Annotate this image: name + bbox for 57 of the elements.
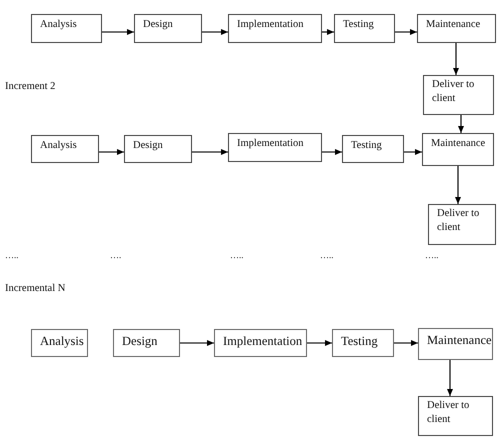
- section-label: Increment 2: [5, 81, 56, 93]
- process-box: [228, 133, 322, 162]
- process-box: [423, 75, 494, 115]
- process-box: [334, 14, 395, 43]
- step-label: Testing: [341, 334, 379, 349]
- process-box: [342, 135, 404, 163]
- arrow: [192, 149, 228, 155]
- section-label: Incremental N: [5, 283, 66, 295]
- step-label: Deliver to client: [437, 207, 480, 235]
- step-label: Implementation: [237, 138, 304, 151]
- step-label: Maintenance: [426, 19, 482, 32]
- step-label: Analysis: [40, 334, 83, 349]
- ellipsis-text: …..: [320, 249, 334, 261]
- process-box: [31, 14, 102, 43]
- process-box: [113, 329, 180, 357]
- process-box: [228, 14, 322, 43]
- process-box: [428, 204, 496, 245]
- process-box: [134, 14, 202, 43]
- arrow: [99, 149, 124, 155]
- step-label: Design: [122, 334, 158, 349]
- process-box: [332, 329, 394, 357]
- arrow: [395, 29, 417, 35]
- step-label: Design: [143, 19, 174, 32]
- arrow: [453, 43, 459, 75]
- ellipsis-text: …..: [5, 249, 18, 261]
- arrow: [458, 115, 464, 133]
- step-label: Analysis: [40, 19, 78, 32]
- ellipsis-text: …..: [425, 249, 438, 261]
- process-box: [31, 329, 88, 357]
- arrow: [322, 29, 334, 35]
- step-label: Deliver to client: [432, 78, 476, 106]
- step-label: Analysis: [40, 140, 78, 153]
- arrow: [102, 29, 134, 35]
- arrow: [455, 166, 461, 204]
- process-box: [214, 329, 307, 357]
- arrow: [307, 340, 332, 346]
- process-box: [422, 133, 494, 166]
- ellipsis-text: …..: [230, 249, 244, 261]
- process-box: [31, 135, 99, 163]
- ellipsis-text: ….: [110, 249, 122, 261]
- step-label: Testing: [343, 19, 375, 32]
- arrow: [404, 149, 422, 155]
- process-box: [418, 328, 493, 360]
- process-box: [417, 14, 496, 43]
- process-box: [124, 135, 192, 163]
- step-label: Design: [133, 140, 164, 153]
- step-label: Implementation: [223, 334, 302, 349]
- arrow: [180, 340, 214, 346]
- arrow: [322, 149, 342, 155]
- arrow: [202, 29, 228, 35]
- process-box: [418, 396, 493, 436]
- step-label: Testing: [351, 140, 383, 153]
- arrow: [447, 360, 453, 396]
- arrow: [394, 340, 418, 346]
- step-label: Implementation: [237, 19, 304, 32]
- step-label: Maintenance: [431, 138, 486, 151]
- step-label: Deliver to client: [427, 399, 470, 427]
